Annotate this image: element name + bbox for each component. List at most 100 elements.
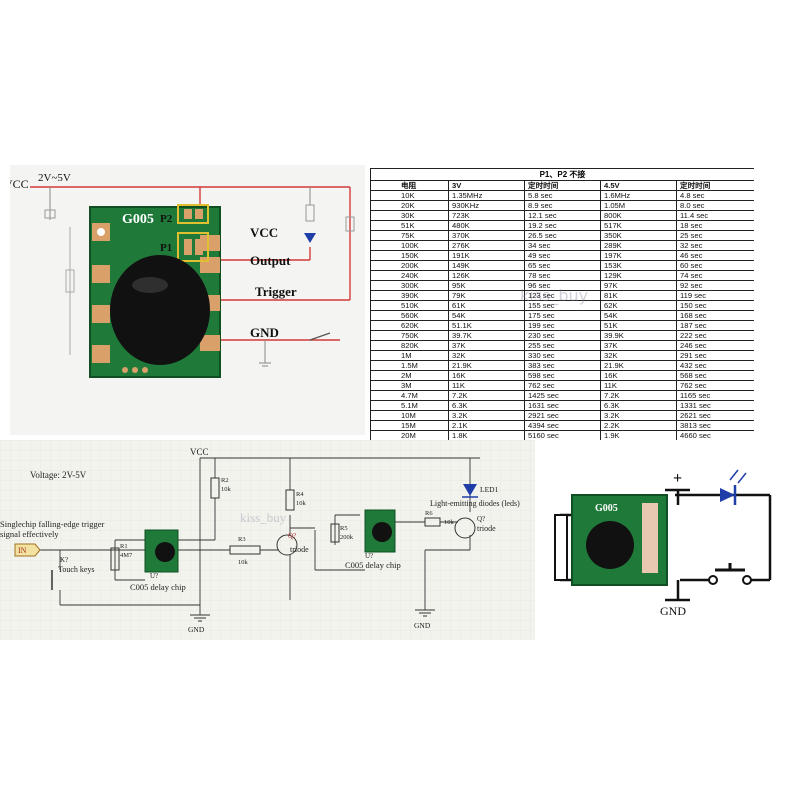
table-cell: 54K bbox=[600, 310, 677, 321]
led-resistor bbox=[305, 204, 315, 222]
table-cell: 2.1K bbox=[448, 420, 525, 431]
table-cell: 15M bbox=[370, 420, 449, 431]
table-cell: 51K bbox=[370, 220, 449, 231]
table-cell: 1.6MHz bbox=[600, 190, 677, 201]
resistor-r3 bbox=[229, 545, 261, 555]
table-cell: 1.9K bbox=[600, 430, 677, 440]
table-cell: 1331 sec bbox=[676, 400, 754, 411]
table-cell: 291 sec bbox=[676, 350, 754, 361]
timing-table-header-row: 电阻 3V 定时时间 4.5V 定时时间 bbox=[370, 180, 754, 191]
r4-value: 10k bbox=[296, 500, 307, 507]
schematic-svg: Voltage: 2V-5V VCC bbox=[0, 440, 535, 640]
table-cell: 79K bbox=[448, 290, 525, 301]
capacitor bbox=[44, 209, 56, 219]
module-photo-panel: G005 P2 P1 VCC 2V~5V VCC Output Trigger … bbox=[10, 165, 365, 435]
table-cell: 240K bbox=[370, 270, 449, 281]
resistor-r4 bbox=[285, 489, 295, 511]
vcc-label: VCC bbox=[10, 177, 29, 191]
pin-trigger-label: Trigger bbox=[255, 284, 297, 299]
schematic-watermark: kiss_buy bbox=[240, 510, 287, 525]
table-cell: 5.1M bbox=[370, 400, 449, 411]
table-cell: 20M bbox=[370, 430, 449, 440]
table-cell: 30K bbox=[370, 210, 449, 221]
switch-icon bbox=[309, 332, 331, 341]
schematic-grid bbox=[0, 440, 535, 640]
wiring-resistor bbox=[554, 514, 568, 581]
pad-left-3 bbox=[92, 305, 110, 323]
table-cell: 620K bbox=[370, 320, 449, 331]
table-cell: 480K bbox=[448, 220, 525, 231]
table-cell: 4660 sec bbox=[676, 430, 754, 440]
voltage-label: 2V~5V bbox=[38, 172, 71, 184]
pad-left-2 bbox=[92, 265, 110, 283]
timing-table-title: P1、P2 不接 bbox=[370, 168, 754, 180]
table-cell: 350K bbox=[600, 230, 677, 241]
table-cell: 78 sec bbox=[524, 270, 601, 281]
led-icon bbox=[463, 484, 477, 496]
r6-label: R6 bbox=[425, 510, 433, 517]
p1-label: P1 bbox=[160, 242, 172, 254]
resistor-r2 bbox=[210, 477, 220, 499]
led-note: Light-emitting diodes (leds) bbox=[430, 499, 520, 508]
table-cell: 300K bbox=[370, 280, 449, 291]
table-cell: 2921 sec bbox=[524, 410, 601, 421]
u2-label: U? bbox=[365, 552, 373, 560]
table-cell: 51K bbox=[600, 320, 677, 331]
r5-value: 200k bbox=[340, 534, 354, 541]
table-cell: 49 sec bbox=[524, 250, 601, 261]
r1-value: 4M7 bbox=[120, 552, 133, 559]
pin-vcc-label: VCC bbox=[250, 225, 278, 240]
table-cell: 18 sec bbox=[676, 220, 754, 231]
table-cell: 175 sec bbox=[524, 310, 601, 321]
table-cell: 60 sec bbox=[676, 260, 754, 271]
table-cell: 1M bbox=[370, 350, 449, 361]
chip1-label: C005 delay chip bbox=[130, 582, 186, 592]
gnd-symbol-1-icon bbox=[190, 614, 210, 622]
table-cell: 3813 sec bbox=[676, 420, 754, 431]
table-cell: 517K bbox=[600, 220, 677, 231]
table-cell: 199 sec bbox=[524, 320, 601, 331]
table-cell: 74 sec bbox=[676, 270, 754, 281]
table-cell: 97K bbox=[600, 280, 677, 291]
wiring-svg: G005 + GND bbox=[554, 469, 772, 618]
r3-label: R3 bbox=[238, 536, 246, 543]
table-cell: 16K bbox=[448, 370, 525, 381]
led-label: LED1 bbox=[480, 485, 499, 494]
table-cell: 126K bbox=[448, 270, 525, 281]
switch-contact-right bbox=[742, 575, 752, 585]
header-3v: 3V bbox=[448, 180, 525, 191]
table-cell: 65 sec bbox=[524, 260, 601, 271]
table-cell: 1.8K bbox=[448, 430, 525, 440]
schematic-wires bbox=[15, 457, 480, 615]
table-cell: 19.2 sec bbox=[524, 220, 601, 231]
right-resistor bbox=[345, 216, 355, 232]
table-cell: 37K bbox=[600, 340, 677, 351]
table-cell: 800K bbox=[600, 210, 677, 221]
wiring-led-icon bbox=[720, 488, 735, 502]
table-cell: 383 sec bbox=[524, 360, 601, 371]
transistor-q2-icon bbox=[454, 517, 476, 539]
r2-value: 10k bbox=[221, 486, 232, 493]
table-cell: 32 sec bbox=[676, 240, 754, 251]
table-cell: 6.3K bbox=[600, 400, 677, 411]
table-cell: 10M bbox=[370, 410, 449, 421]
wiring-chip-marking: G005 bbox=[595, 503, 618, 514]
table-cell: 62K bbox=[600, 300, 677, 311]
u1-label: U? bbox=[150, 572, 158, 580]
table-cell: 150K bbox=[370, 250, 449, 261]
table-cell: 370K bbox=[448, 230, 525, 241]
r6-value: 10k bbox=[444, 519, 455, 526]
table-cell: 129K bbox=[600, 270, 677, 281]
k-label: K? bbox=[60, 556, 68, 564]
p2-jumper-box bbox=[177, 204, 209, 224]
transistor-q1-icon bbox=[276, 534, 298, 556]
table-cell: 34 sec bbox=[524, 240, 601, 251]
